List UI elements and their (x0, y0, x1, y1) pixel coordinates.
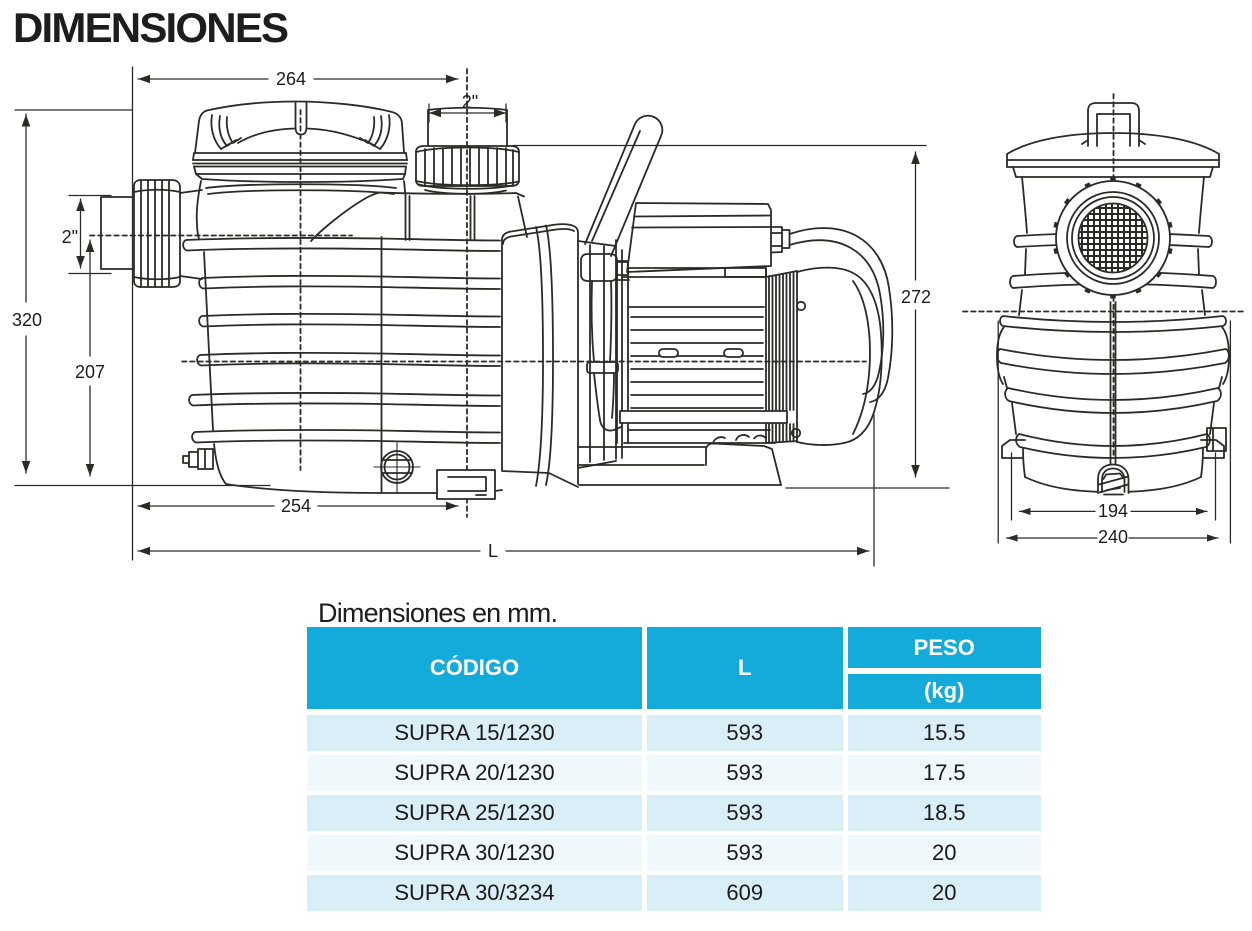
svg-text:2": 2" (62, 227, 78, 247)
svg-text:207: 207 (75, 362, 105, 382)
svg-text:240: 240 (1098, 527, 1128, 547)
svg-text:2": 2" (462, 92, 478, 112)
svg-text:320: 320 (12, 310, 42, 330)
svg-text:272: 272 (901, 287, 931, 307)
svg-text:L: L (488, 541, 498, 561)
svg-text:194: 194 (1098, 501, 1128, 521)
svg-text:264: 264 (276, 69, 306, 89)
svg-text:254: 254 (281, 496, 311, 516)
